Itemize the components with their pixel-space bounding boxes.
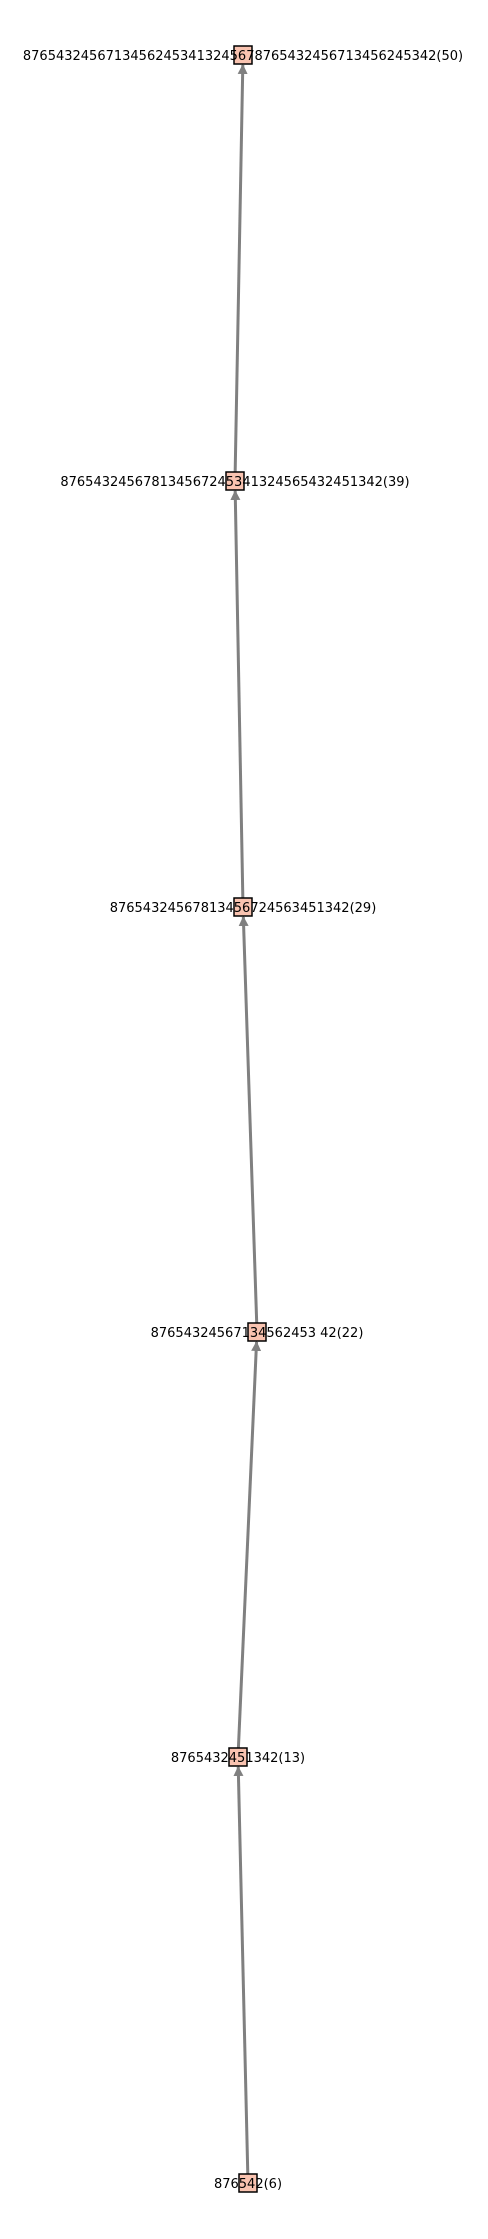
edges-layer <box>230 63 262 2175</box>
nodes-layer: 876542(6) 8765432451342(13) 87654324567134… <box>23 45 463 2193</box>
node-n39: 876543245678134567245341324565432451342(… <box>60 471 410 491</box>
node-box <box>225 471 245 491</box>
edge-n29-to-n39 <box>230 489 245 899</box>
node-n29: 87654324567813456724563451342(29) <box>110 897 377 917</box>
node-box <box>238 2173 258 2193</box>
edge-n6-to-n13 <box>233 1765 250 2175</box>
node-n13: 8765432451342(13) <box>171 1747 305 1767</box>
node-label: 87654324567813456724563451342(29) <box>110 901 377 916</box>
node-n22: 87654324567134562453 42(22) <box>151 1322 364 1342</box>
edge-n13-to-n22 <box>236 1340 262 1749</box>
node-box <box>233 897 253 917</box>
node-label: 876543245678134567245341324565432451342(… <box>60 475 409 490</box>
node-n6: 876542(6) <box>214 2173 282 2193</box>
node-label: 876542(6) <box>214 2177 282 2192</box>
node-label: 8765432456713456245341324567876543245671… <box>23 49 463 64</box>
node-box <box>233 45 253 65</box>
edge-n22-to-n29 <box>238 915 259 1324</box>
node-box <box>247 1322 267 1342</box>
node-box <box>228 1747 248 1767</box>
node-label: 87654324567134562453 42(22) <box>151 1326 364 1341</box>
node-n50: 8765432456713456245341324567876543245671… <box>23 45 463 65</box>
node-label: 8765432451342(13) <box>171 1751 305 1766</box>
edge-n39-to-n50 <box>233 63 248 473</box>
